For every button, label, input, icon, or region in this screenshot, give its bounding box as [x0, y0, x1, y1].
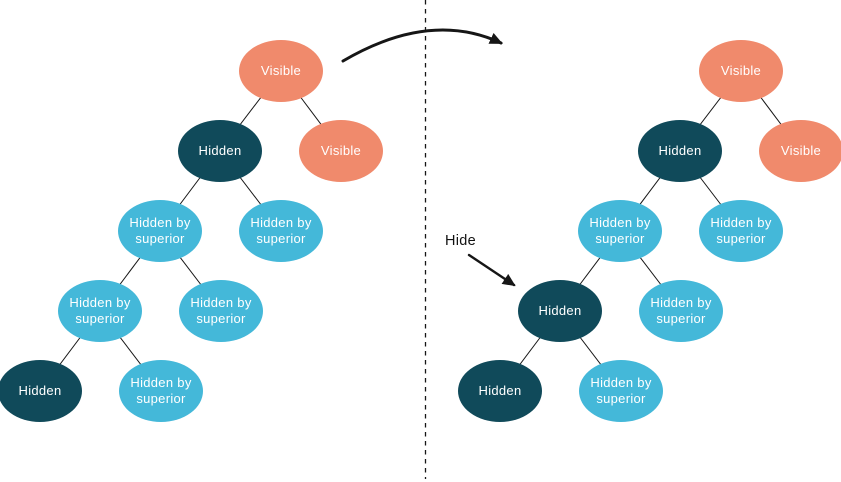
left-node-hbs-l3-left: Hidden by superior: [58, 280, 142, 342]
right-node-hbs-l3-right: Hidden by superior: [639, 280, 723, 342]
node-label: Visible: [320, 142, 362, 158]
node-label: Visible: [260, 62, 302, 78]
node-label: Hidden: [538, 302, 582, 318]
hide-label: Hide: [445, 233, 477, 249]
left-node-hbs-l2-right: Hidden by superior: [239, 200, 323, 262]
node-label: Hidden by superior: [129, 214, 191, 246]
node-label: Hidden by superior: [650, 294, 712, 326]
node-label: Hidden by superior: [710, 214, 772, 246]
left-node-visible-l1: Visible: [299, 120, 383, 182]
node-label: Visible: [720, 62, 762, 78]
node-label: Hidden by superior: [190, 294, 252, 326]
node-label: Visible: [780, 142, 822, 158]
right-node-hidden-l3-left: Hidden: [518, 280, 602, 342]
node-label: Hidden: [18, 382, 62, 398]
right-node-hidden-l4-left: Hidden: [458, 360, 542, 422]
left-node-hbs-l2-left: Hidden by superior: [118, 200, 202, 262]
transition-arrow-icon: [341, 28, 503, 63]
left-node-visible-root: Visible: [239, 40, 323, 102]
hide-arrow-icon: [467, 253, 516, 287]
right-node-hbs-l2-right: Hidden by superior: [699, 200, 783, 262]
node-label: Hidden: [198, 142, 242, 158]
node-label: Hidden by superior: [250, 214, 312, 246]
node-label: Hidden by superior: [590, 374, 652, 406]
left-node-hidden-l4-left: Hidden: [0, 360, 82, 422]
node-label: Hidden by superior: [130, 374, 192, 406]
node-label: Hidden: [658, 142, 702, 158]
right-node-hbs-l4-right: Hidden by superior: [579, 360, 663, 422]
right-node-visible-root: Visible: [699, 40, 783, 102]
left-node-hbs-l4-right: Hidden by superior: [119, 360, 203, 422]
right-node-hidden-l1: Hidden: [638, 120, 722, 182]
node-label: Hidden by superior: [589, 214, 651, 246]
left-node-hbs-l3-right: Hidden by superior: [179, 280, 263, 342]
node-label: Hidden by superior: [69, 294, 131, 326]
right-node-hbs-l2-left: Hidden by superior: [578, 200, 662, 262]
left-node-hidden-l1: Hidden: [178, 120, 262, 182]
right-node-visible-l1: Visible: [759, 120, 841, 182]
node-label: Hidden: [478, 382, 522, 398]
